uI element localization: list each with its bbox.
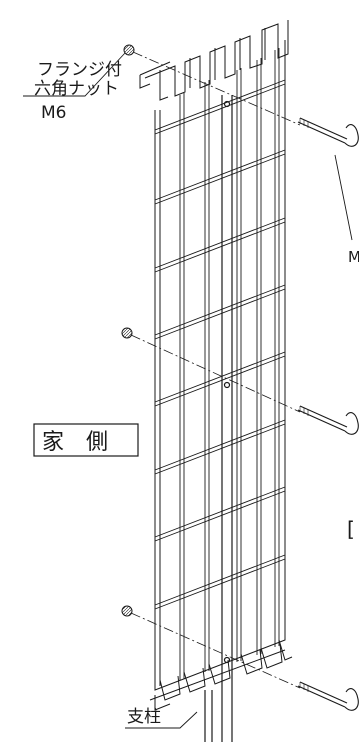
house-side-box (33, 423, 139, 457)
leader-lines (23, 52, 353, 729)
assembly-axis-lines (130, 51, 301, 689)
house-side-label: 家 側 (42, 430, 108, 455)
mesh-fence-panel (139, 20, 293, 711)
post-label: 支柱 (127, 707, 161, 727)
nut-label-line1: フランジ付 (37, 60, 122, 80)
nut-label-line2: 六角ナット (34, 79, 119, 99)
j-bolt-middle (297, 405, 359, 435)
flange-nut-middle (121, 327, 133, 339)
flange-nut-top (123, 44, 135, 56)
j-bolt-bottom (297, 681, 359, 711)
nut-size-label: M6 (41, 103, 66, 123)
j-bolt-top (297, 117, 359, 147)
flange-nut-bottom (121, 605, 133, 617)
right-edge-label-1: M (348, 248, 359, 266)
right-edge-label-2: [ (347, 517, 355, 541)
